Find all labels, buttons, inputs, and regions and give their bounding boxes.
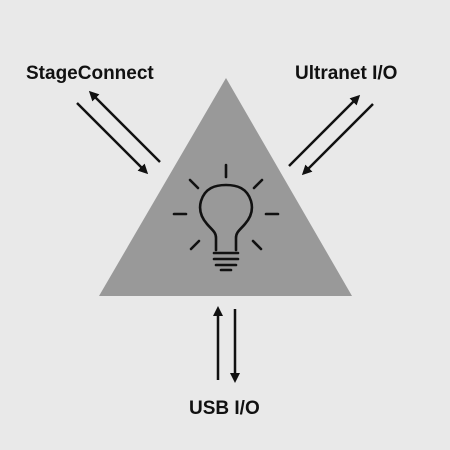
arrow-to-ultranet: [288, 94, 361, 167]
center-triangle: [99, 78, 352, 296]
lightbulb-icon: [172, 163, 280, 272]
label-ultranet-io: Ultranet I/O: [295, 63, 398, 84]
stageconnect-arrows: [76, 90, 161, 175]
label-stageconnect: StageConnect: [26, 63, 154, 84]
label-usb-io: USB I/O: [189, 398, 260, 419]
arrow-to-stageconnect: [88, 90, 161, 163]
ultranet-arrows: [288, 94, 374, 176]
usb-arrows: [213, 306, 240, 383]
arrow-to-triangle: [76, 102, 149, 175]
arrow-to-triangle: [301, 103, 374, 176]
